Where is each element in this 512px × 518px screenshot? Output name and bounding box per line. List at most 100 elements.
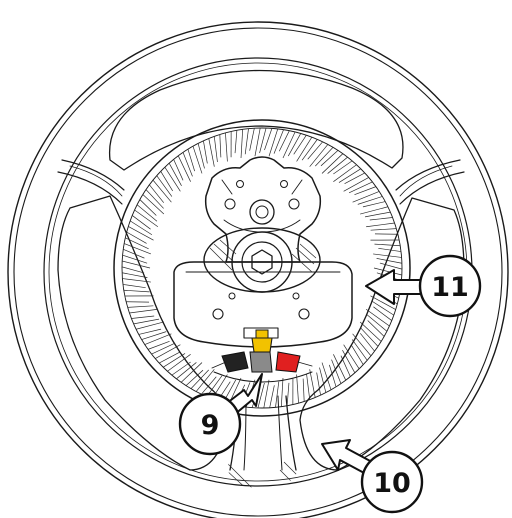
hub-hatch-line — [348, 181, 373, 194]
hub-hatch-line — [160, 171, 173, 192]
hub-hatch-line — [182, 152, 193, 177]
hub-hatch-line — [147, 340, 170, 350]
hub-hatch-line — [164, 166, 181, 192]
hub-hatch-line — [352, 191, 380, 203]
hub-hatch-line — [296, 136, 313, 162]
hub-hatch-line — [370, 295, 396, 310]
connector-black — [221, 351, 249, 373]
hub-hatch-line — [365, 308, 390, 327]
hub-hatch-line — [122, 254, 148, 264]
hub-hatch-line — [378, 247, 402, 252]
hub-hatch-line — [139, 199, 157, 216]
hub-hatch-line — [144, 333, 172, 345]
hub-hatch-line — [141, 331, 167, 340]
callout-11-circle — [418, 254, 482, 318]
hub-hatch-line — [362, 201, 386, 208]
hub-hatch-line — [333, 160, 353, 175]
hub-hatch-line — [374, 243, 401, 247]
callout-11-label: 11 — [431, 272, 469, 303]
hub-hatch-line — [213, 136, 218, 163]
hub-hatch-line — [156, 175, 173, 197]
rim-upper-opening — [108, 69, 404, 171]
hub-hatch-line — [373, 267, 402, 276]
hub-hatch-line — [254, 127, 261, 157]
hub-hatch-line — [159, 351, 180, 364]
hub-hatch-line — [203, 140, 208, 164]
hub-hatch-line — [371, 300, 395, 316]
hub-hatch-line — [320, 150, 339, 167]
hub-hatch-line — [264, 128, 273, 151]
hub-hatch-line — [333, 354, 347, 381]
hub-hatch-line — [367, 320, 385, 337]
hub-hatch-line — [275, 381, 280, 408]
hub-hatch-line — [286, 382, 290, 406]
hub-hatch-line — [321, 153, 344, 174]
hub-hatch-line — [352, 333, 372, 357]
hub-hatch-line — [321, 362, 332, 390]
hub-hatch-line — [257, 382, 265, 409]
hub-hatch-line — [306, 373, 311, 400]
hub-hatch-line — [369, 217, 393, 221]
hub-hatch-line — [301, 139, 318, 161]
hub-hatch-line — [219, 134, 222, 158]
hub-hatch-line — [197, 143, 205, 169]
boss-hatching — [209, 239, 317, 273]
hub-hatch-line — [263, 379, 270, 409]
hub-hatch-line — [269, 385, 275, 408]
hub-hatch-line — [176, 362, 197, 380]
callout-9-circle — [178, 392, 242, 456]
hub-hatch-line — [360, 327, 379, 347]
hub-hatch-line — [138, 328, 162, 335]
hub-hatch-line — [343, 344, 360, 370]
hub-hatch-line — [376, 258, 402, 264]
hub-hatch-line — [333, 164, 357, 182]
hub-hatch-line — [360, 206, 388, 215]
hub-hatch-line — [359, 321, 382, 342]
hub-hatch-line — [351, 339, 368, 361]
hub-hatch-line — [168, 163, 182, 187]
hub-hatch-line — [315, 147, 334, 167]
hub-hatch-line — [122, 260, 151, 269]
hub-hatch-line — [180, 362, 203, 383]
hub-hatch-line — [122, 278, 151, 283]
hub-hatch-line — [190, 369, 209, 389]
hub-hatch-line — [293, 135, 307, 155]
hub-hatch-line — [287, 133, 302, 157]
hub-hatch-line — [316, 372, 321, 396]
hub-hatch-line — [123, 289, 150, 293]
hub-hatch-line — [192, 146, 203, 174]
hub-hatch-line — [136, 321, 164, 330]
hub-hatch-line — [370, 228, 397, 231]
hub-hatch-line — [342, 349, 356, 373]
hub-hatch-line — [282, 131, 296, 159]
hub-hatch-line — [366, 222, 395, 228]
left-spoke — [57, 159, 125, 205]
hub-hatch-line — [360, 333, 375, 352]
hub-hatch-line — [273, 129, 284, 154]
hub-hatch-line — [123, 249, 145, 259]
hub-hatch-line — [373, 253, 402, 258]
hub-hatch-line — [121, 266, 145, 274]
hub-hatch-line — [134, 209, 159, 228]
hub-hatch-line — [357, 196, 383, 205]
hub-hatch-line — [327, 156, 348, 174]
hub-hatch-line — [124, 243, 152, 255]
hub-hatch-line — [127, 305, 154, 308]
hub-hatch-line — [344, 172, 365, 185]
hub-hatch-line — [343, 177, 369, 192]
connector-red — [275, 351, 301, 373]
hub-hatch-line — [126, 231, 147, 244]
hub-hatch-line — [129, 220, 153, 236]
hub-hatch-line — [132, 215, 151, 230]
rim-left-opening — [57, 195, 229, 471]
hub-hatch-line — [167, 354, 191, 372]
hub-hatch-line — [329, 364, 337, 387]
hub-hatch-line — [177, 155, 191, 182]
hub-hatch-line — [366, 314, 388, 332]
hub-hatch-line — [244, 128, 249, 155]
callout-10: 10 — [321, 439, 424, 514]
hub-hatch-line — [125, 237, 149, 250]
hub-hatch-line — [208, 138, 215, 167]
hub-hatch-line — [163, 353, 186, 368]
